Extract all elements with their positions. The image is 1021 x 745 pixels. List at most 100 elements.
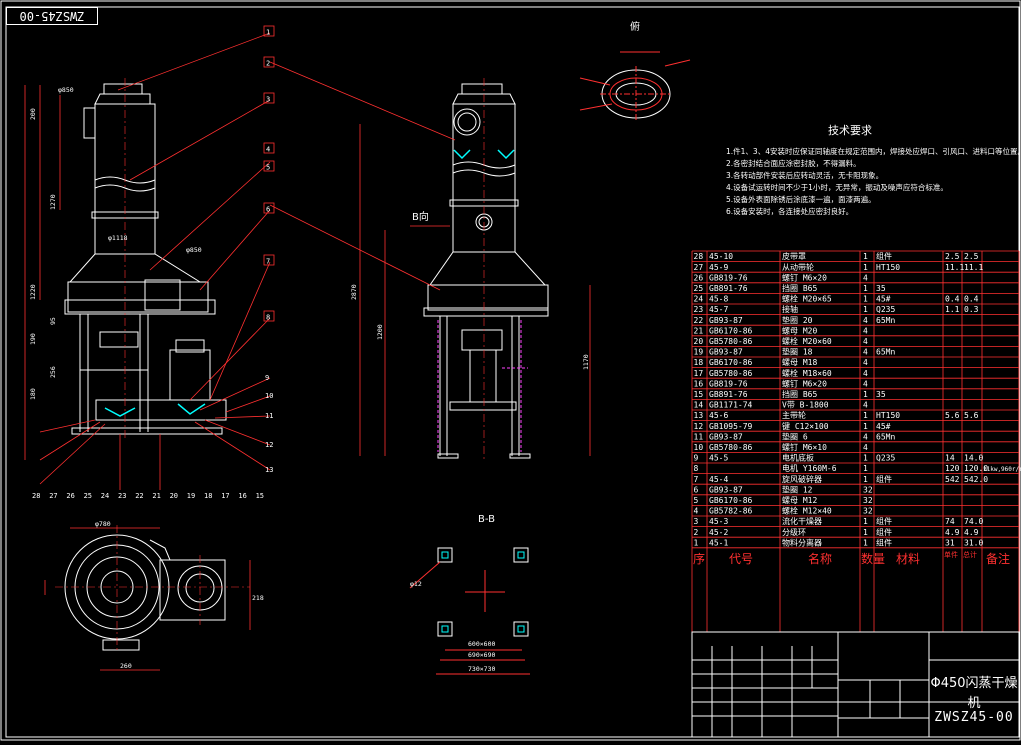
bom-cell-weight-single: 11.1: [945, 263, 964, 272]
bb-section: [409, 547, 530, 675]
bom-cell-qty: 1: [863, 295, 868, 304]
side-view-welds: [453, 149, 515, 160]
plan-view: [64, 534, 226, 651]
dim-label: 1220: [29, 284, 37, 300]
bom-cell-qty: 1: [863, 528, 868, 537]
bom-header-code: 代号: [729, 552, 753, 566]
dim-label: 600×600: [468, 640, 495, 648]
bom-cell-weight-single: 2.5: [945, 252, 960, 261]
callout-number: 16: [238, 492, 246, 500]
dim-label: 180: [29, 388, 37, 400]
bom-cell-material: HT150: [876, 411, 900, 420]
bom-cell-name: 流化干燥器: [782, 516, 822, 526]
bom-cell-weight-total: 2.5: [964, 252, 979, 261]
callout-number: 2: [266, 60, 270, 68]
bom-cell-code: GB5780-86: [709, 443, 753, 452]
bom-cell-weight-single: 74: [945, 517, 955, 526]
bom-cell-name: 螺栓 M12×40: [782, 506, 832, 516]
bom-header-name: 名称: [808, 551, 832, 566]
bom-cell-seq: 25: [694, 284, 704, 293]
bom-cell-name: 旋风破碎器: [782, 474, 822, 484]
bom-cell-seq: 12: [694, 422, 704, 431]
bom-cell-name: 垫圈 6: [782, 431, 808, 441]
section-bb-label: B-B: [478, 514, 495, 525]
bom-cell-material: 组件: [876, 527, 892, 537]
bom-cell-name: 螺栓 M20×60: [782, 336, 832, 346]
bom-cell-seq: 6: [694, 485, 699, 494]
callout-number: 22: [135, 492, 143, 500]
bom-cell-material: 65Mn: [876, 348, 895, 357]
bom-cell-name: 分级环: [782, 527, 806, 537]
bom-cell-code: GB819-76: [709, 273, 748, 282]
bom-header-qty: 数量: [861, 551, 885, 566]
bom-cell-code: GB93-87: [709, 485, 743, 494]
bom-cell-qty: 4: [863, 432, 868, 441]
bom-cell-seq: 7: [694, 475, 699, 484]
bom-cell-code: 45-7: [709, 305, 728, 314]
bom-cell-seq: 15: [694, 390, 704, 399]
callout-number: 27: [49, 492, 57, 500]
callout-number: 18: [204, 492, 212, 500]
bom-cell-seq: 5: [694, 496, 699, 505]
front-view-welds: [104, 403, 206, 417]
bom-cell-code: GB5780-86: [709, 369, 753, 378]
side-view-leaders: [269, 61, 591, 456]
bom-cell-name: 螺栓 M20×65: [782, 294, 832, 304]
dim-label: φ12: [410, 580, 422, 588]
callout-number: 19: [187, 492, 195, 500]
dim-label: 1200: [376, 324, 384, 340]
bom-header-seq: 序: [693, 551, 705, 566]
bom-cell-seq: 22: [694, 316, 704, 325]
bom-cell-qty: 4: [863, 316, 868, 325]
callout-number: 1: [266, 29, 270, 37]
bom-cell-weight-total: 11.1: [964, 263, 983, 272]
tech-note: 5.设备外表面除锈后涂底漆一遍，面漆两遍。: [726, 195, 876, 204]
bom-cell-qty: 4: [863, 273, 868, 282]
side-view: [423, 83, 549, 459]
callout-number: 8: [266, 314, 270, 322]
dim-label: 256: [49, 366, 57, 378]
tech-note: 3.各转动部件安装后应转动灵活，无卡阻现象。: [726, 171, 884, 180]
dim-label: φ1118: [108, 234, 128, 242]
callout-number: 7: [266, 258, 270, 266]
bom-cell-seq: 2: [694, 528, 699, 537]
bom-cell-name: 主带轮: [782, 410, 806, 420]
bom-cell-material: 35: [876, 390, 886, 399]
bom-cell-weight-total: 14.0: [964, 454, 983, 463]
bom-cell-material: 45#: [876, 295, 891, 304]
bom-cell-material: 组件: [876, 474, 892, 484]
bom-cell-material: 45#: [876, 422, 891, 431]
bom-cell-material: 组件: [876, 516, 892, 526]
bom-cell-seq: 24: [694, 295, 704, 304]
bom-cell-weight-single: 120: [945, 464, 960, 473]
bom-cell-weight-total: 5.6: [964, 411, 979, 420]
bom-cell-code: 45-5: [709, 454, 728, 463]
bom-cell-code: 45-2: [709, 528, 728, 537]
dim-label: 1170: [582, 354, 590, 370]
callout-number: 12: [265, 441, 273, 449]
bom-cell-name: 挡圈 B65: [782, 389, 817, 399]
bom-cell-weight-single: 1.1: [945, 305, 960, 314]
dim-label: 2870: [350, 284, 358, 300]
bom-cell-qty: 32: [863, 507, 873, 516]
bom-cell-seq: 8: [694, 464, 699, 473]
callout-number: 13: [265, 466, 273, 474]
bom-cell-material: HT150: [876, 263, 900, 272]
bom-cell-code: GB6170-86: [709, 358, 753, 367]
front-view-leaders: [24, 32, 271, 490]
bom-cell-name: 从动带轮: [782, 262, 814, 272]
bom-cell-code: 45-4: [709, 475, 728, 484]
callout-number: 11: [265, 412, 273, 420]
bom-cell-seq: 16: [694, 379, 704, 388]
bom-grid: [691, 250, 1020, 633]
tech-requirements-title: 技术要求: [828, 124, 872, 137]
bom-cell-seq: 27: [694, 263, 704, 272]
tech-note: 4.设备试运转时间不少于1小时，无异常，振动及噪声应符合标准。: [726, 183, 948, 192]
drawing-code-rotated: ZWSZ45-00: [6, 7, 98, 25]
bom-cell-qty: 1: [863, 475, 868, 484]
bom-header-weight-single: 单件: [944, 550, 958, 559]
bom-cell-code: 45-9: [709, 263, 728, 272]
dim-label: 260: [120, 662, 132, 670]
bom-cell-code: GB93-87: [709, 316, 743, 325]
